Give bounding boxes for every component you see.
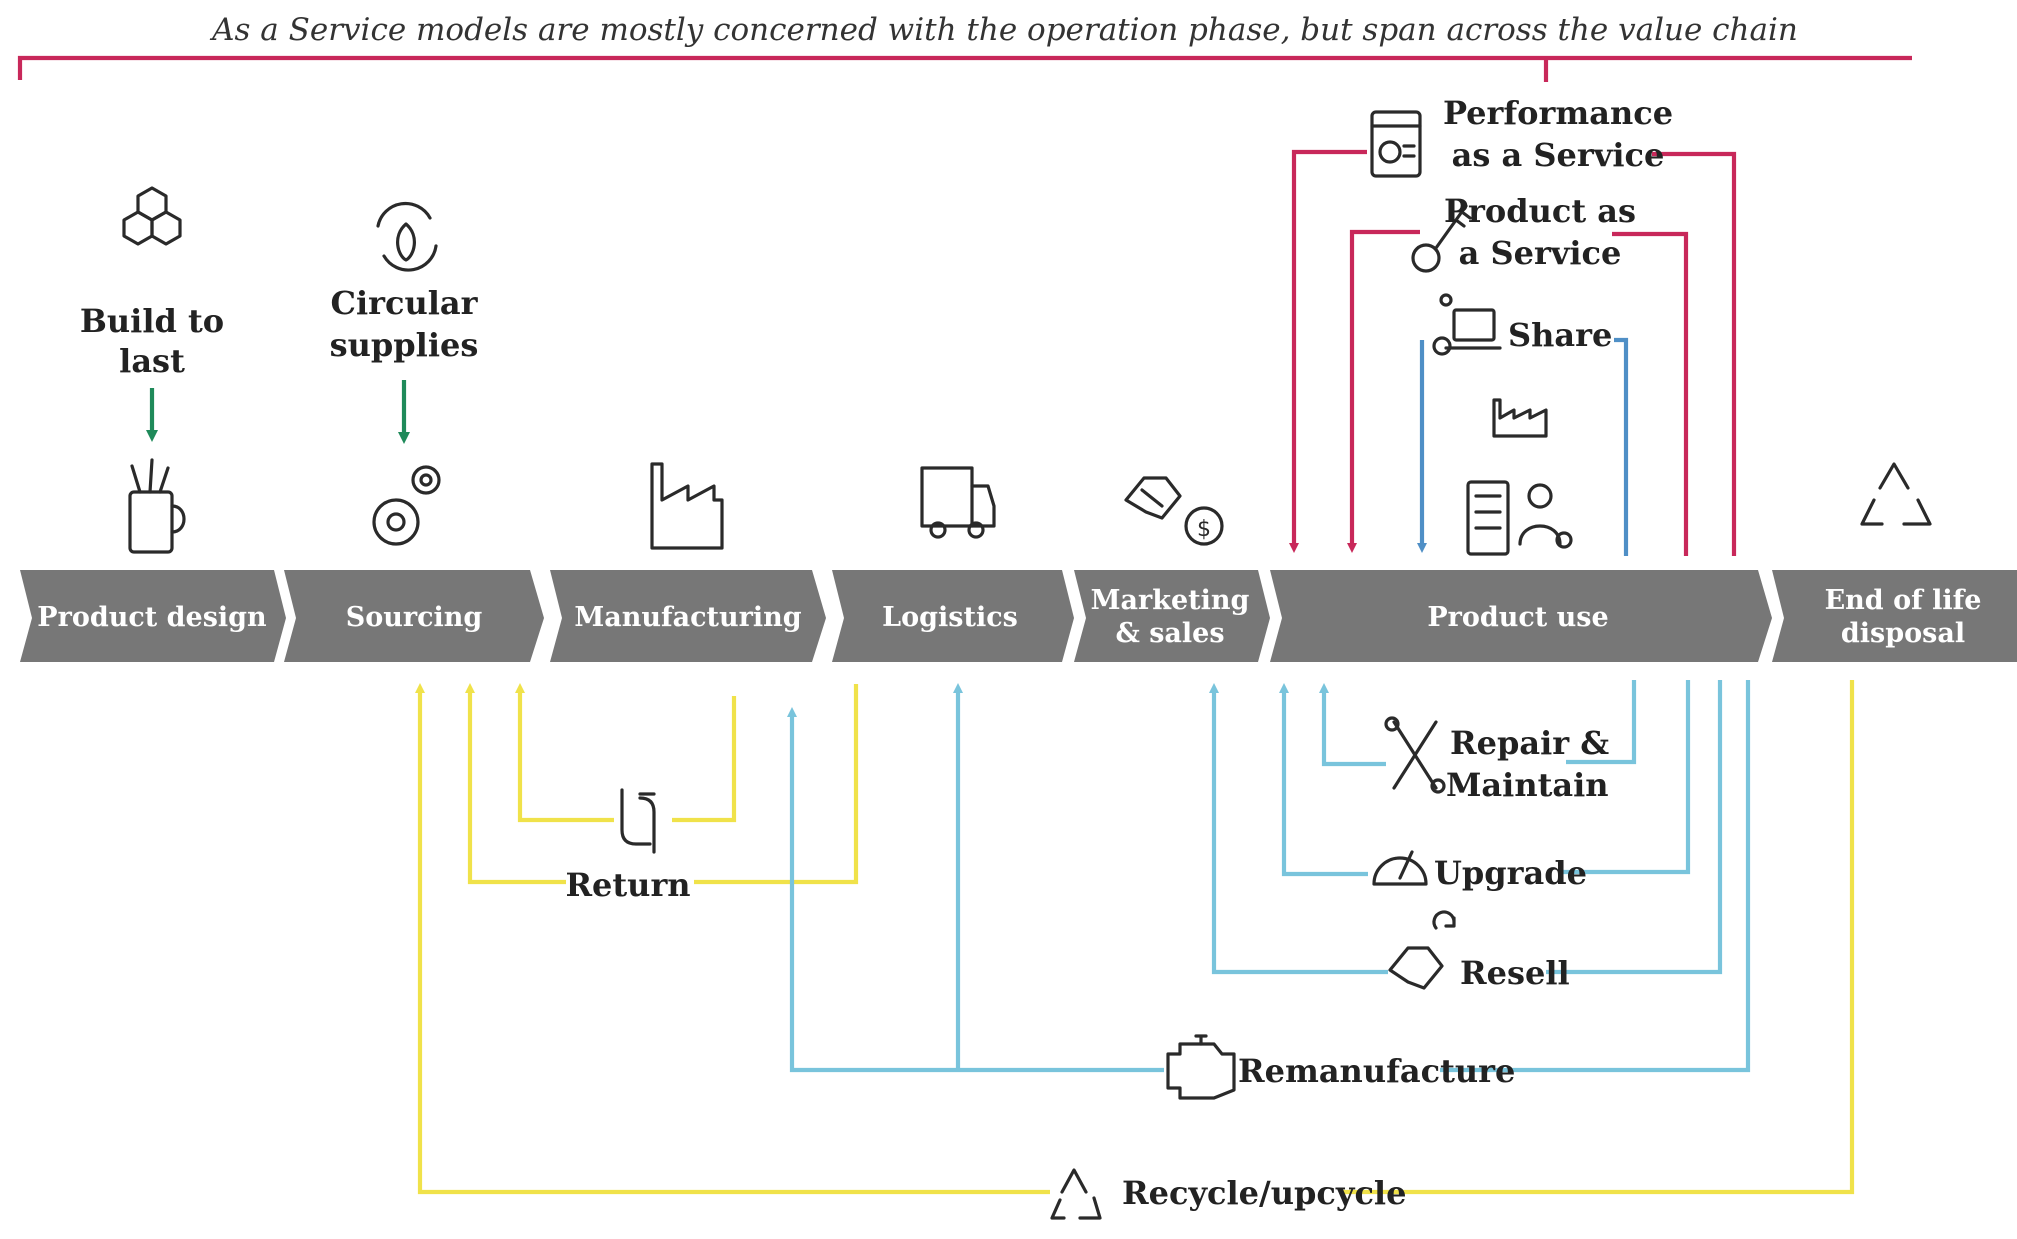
performance-as-a-service-label-1: Performance bbox=[1443, 94, 1673, 132]
handshake-icon bbox=[1388, 910, 1456, 990]
stage-marketing-sales bbox=[1074, 570, 1270, 662]
stage-label-disposal: disposal bbox=[1841, 618, 1965, 649]
dashboard-window-icon bbox=[1370, 110, 1422, 178]
as-a-service-bracket bbox=[17, 55, 1912, 80]
stage-label-sourcing: Sourcing bbox=[346, 602, 483, 633]
svg-text:$: $ bbox=[1197, 517, 1211, 542]
gears-icon bbox=[372, 465, 441, 546]
handshake-coin-icon: $ bbox=[1124, 476, 1224, 546]
recycle-small-icon bbox=[1050, 1168, 1102, 1220]
circular-supplies-label-2: supplies bbox=[330, 326, 479, 364]
return-loop-outer bbox=[465, 683, 566, 885]
repair-maintain-label-2: Maintain bbox=[1446, 766, 1609, 804]
stage-label-sales: & sales bbox=[1115, 618, 1224, 649]
stage-sourcing bbox=[284, 570, 544, 662]
recycle-upcycle-label: Recycle/upcycle bbox=[1122, 1174, 1406, 1212]
gauge-icon bbox=[1372, 850, 1428, 886]
key-icon bbox=[1411, 204, 1472, 273]
recycle-upcycle-loop bbox=[415, 683, 1050, 1195]
upgrade-label: Upgrade bbox=[1434, 854, 1587, 892]
return-loop-inner bbox=[515, 683, 614, 823]
build-to-last-label-1: Build to bbox=[80, 302, 224, 340]
product-as-a-service-label-1: Product as bbox=[1444, 192, 1636, 230]
factory-icon bbox=[650, 462, 724, 550]
value-chain-band bbox=[20, 570, 2017, 662]
pencil-cup-icon bbox=[128, 458, 186, 554]
stage-product-design bbox=[20, 570, 286, 662]
repair-maintain-loop bbox=[1319, 683, 1386, 767]
tools-icon bbox=[1384, 716, 1446, 794]
product-as-a-service-loop bbox=[1347, 229, 1420, 553]
share-label: Share bbox=[1508, 316, 1612, 354]
stage-label-product-design: Product design bbox=[37, 602, 267, 633]
return-label: Return bbox=[565, 866, 690, 904]
truck-icon bbox=[920, 466, 996, 539]
stage-label-product-use: Product use bbox=[1427, 602, 1608, 633]
laptop-location-icon bbox=[1432, 293, 1502, 356]
remanufacture-loop bbox=[787, 707, 1164, 1073]
building-person-icon bbox=[1466, 398, 1573, 556]
stage-label-end-of-life: End of life bbox=[1825, 585, 1982, 616]
resell-label: Resell bbox=[1460, 954, 1570, 992]
circular-supplies-label-1: Circular bbox=[331, 284, 479, 322]
diagram-caption: As a Service models are mostly concerned… bbox=[209, 12, 1798, 48]
build-to-last-label-2: last bbox=[119, 342, 185, 380]
stage-label-marketing: Marketing bbox=[1091, 585, 1250, 616]
leaf-cycle-icon bbox=[376, 201, 438, 272]
refresh-icon bbox=[620, 788, 656, 854]
stage-end-of-life bbox=[1772, 570, 2017, 662]
product-as-a-service-label-2: a Service bbox=[1459, 234, 1622, 272]
repair-maintain-label-1: Repair & bbox=[1450, 724, 1609, 762]
remanufacture-label: Remanufacture bbox=[1238, 1052, 1515, 1090]
upgrade-loop bbox=[1279, 683, 1368, 877]
stage-label-manufacturing: Manufacturing bbox=[574, 602, 801, 633]
stage-logistics bbox=[832, 570, 1074, 662]
performance-as-a-service-loop bbox=[1289, 149, 1367, 553]
engine-icon bbox=[1166, 1034, 1236, 1100]
hexagon-cluster-icon bbox=[122, 186, 182, 246]
stage-product-use bbox=[1270, 570, 1772, 662]
resell-loop bbox=[1209, 683, 1388, 975]
recycle-icon bbox=[1860, 462, 1932, 526]
performance-as-a-service-label-2: as a Service bbox=[1452, 136, 1665, 174]
stage-manufacturing bbox=[550, 570, 826, 662]
stage-label-logistics: Logistics bbox=[882, 602, 1018, 633]
